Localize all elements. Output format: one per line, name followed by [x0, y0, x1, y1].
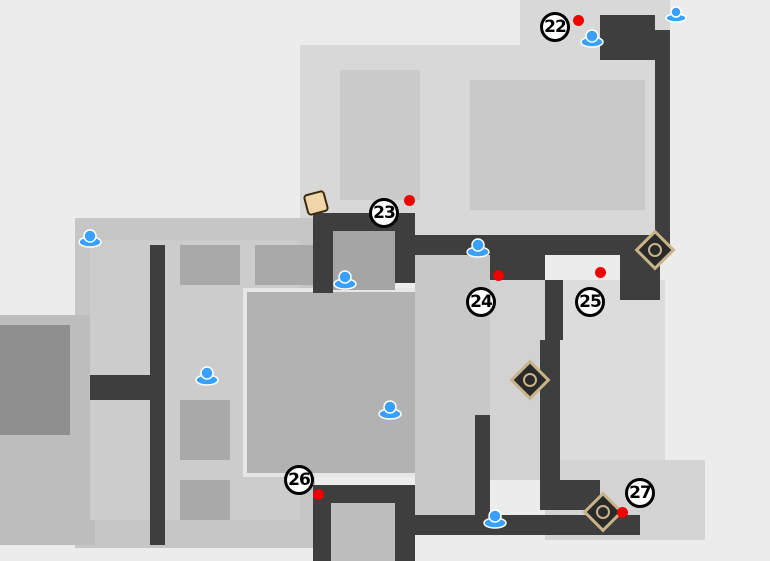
teleport-anchor-icon [195, 366, 219, 386]
teleport-anchor-icon [665, 6, 687, 23]
puzzle-piece-icon [303, 190, 329, 216]
waypoint-dot-25[interactable] [595, 267, 606, 278]
waypoint-label-24: 24 [466, 287, 496, 317]
waypoint-dot-22[interactable] [573, 15, 584, 26]
quest-diamond-icon [509, 359, 551, 401]
waypoint-dot-27[interactable] [617, 507, 628, 518]
waypoint-label-25: 25 [575, 287, 605, 317]
teleport-anchor-icon [333, 270, 357, 290]
teleport-anchor-icon [466, 238, 490, 258]
teleport-anchor-icon [378, 400, 402, 420]
teleport-anchor-icon [78, 229, 102, 248]
waypoint-dot-24[interactable] [493, 270, 504, 281]
quest-diamond-icons [509, 229, 676, 533]
waypoint-dot-26[interactable] [313, 489, 324, 500]
waypoint-label-26: 26 [284, 465, 314, 495]
waypoint-label-22: 22 [540, 12, 570, 42]
waypoint-label-23: 23 [369, 198, 399, 228]
waypoint-dot-23[interactable] [404, 195, 415, 206]
teleport-anchor-icons [78, 6, 687, 529]
quest-diamond-icon [634, 229, 676, 271]
quest-diamond-icon [582, 491, 624, 533]
teleport-anchor-icon [483, 509, 507, 529]
teleport-anchor-icon [580, 29, 604, 48]
waypoint-label-27: 27 [625, 478, 655, 508]
